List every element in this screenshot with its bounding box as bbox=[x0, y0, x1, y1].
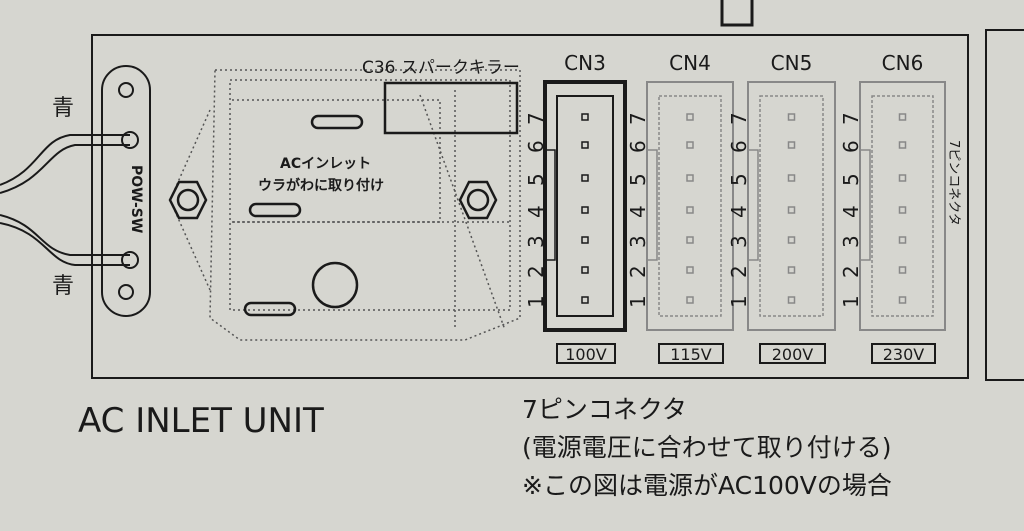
pin-number: 7 bbox=[839, 112, 863, 125]
pin-icon bbox=[787, 236, 796, 244]
pin-icon bbox=[686, 236, 694, 244]
pin-number: 1 bbox=[626, 295, 650, 308]
connector-name: CN3 bbox=[564, 51, 606, 75]
pin-number: 3 bbox=[727, 235, 751, 248]
connector-name: CN5 bbox=[771, 51, 813, 75]
spark-killer bbox=[383, 81, 519, 135]
pin-number: 3 bbox=[839, 235, 863, 248]
pin-number: 5 bbox=[524, 173, 548, 186]
voltage-label: 115V bbox=[670, 345, 712, 364]
pin-icon bbox=[898, 296, 907, 304]
ac-inlet-outline bbox=[169, 69, 521, 341]
slot-icons bbox=[243, 114, 364, 317]
pin-number: 6 bbox=[839, 140, 863, 153]
pin-number: 2 bbox=[524, 265, 548, 278]
pin-icon bbox=[898, 113, 907, 121]
connector-name: CN4 bbox=[669, 51, 711, 75]
pin-icon bbox=[581, 236, 589, 244]
wire-color-label-top: 青 bbox=[52, 96, 74, 121]
pin-icon bbox=[581, 141, 589, 149]
board-outline bbox=[91, 34, 969, 379]
pin-icon bbox=[787, 296, 796, 304]
power-switch-plate bbox=[101, 65, 151, 317]
pin-icon bbox=[898, 206, 907, 214]
pin-number: 7 bbox=[727, 112, 751, 125]
terminal-icon bbox=[121, 251, 139, 269]
voltage-box bbox=[871, 343, 936, 364]
hex-nut-icon bbox=[168, 180, 498, 220]
connector-cn5: 1 2 3 4 5 6 7 CN5 200V bbox=[727, 51, 836, 364]
pin-number: 2 bbox=[727, 265, 751, 278]
note-line-1: 7ピンコネクタ bbox=[522, 395, 687, 424]
wire-color-label-bottom: 青 bbox=[52, 274, 74, 299]
note-line-2: (電源電圧に合わせて取り付ける) bbox=[522, 433, 892, 462]
pin-number: 5 bbox=[727, 173, 751, 186]
pin-icon bbox=[686, 206, 694, 214]
screw-hole-icon bbox=[118, 284, 134, 300]
pin-number: 3 bbox=[524, 235, 548, 248]
pin-icon bbox=[686, 174, 694, 182]
pin-number: 4 bbox=[524, 205, 548, 218]
pin-icon bbox=[686, 266, 694, 274]
pin-number: 3 bbox=[626, 235, 650, 248]
pin-number: 6 bbox=[524, 140, 548, 153]
connector-cn6: 1 2 3 4 5 6 7 CN6 230V bbox=[839, 51, 946, 364]
pin-icon bbox=[898, 266, 907, 274]
ac-inlet-note: ウラがわに取り付け bbox=[258, 177, 384, 194]
pin-icon bbox=[787, 266, 796, 274]
ac-inlet-label: ACインレット bbox=[280, 156, 371, 172]
pin-icon bbox=[686, 296, 694, 304]
note-line-3: ※この図は電源がAC100Vの場合 bbox=[522, 471, 892, 500]
pin-number: 6 bbox=[626, 140, 650, 153]
pin-icon bbox=[581, 296, 589, 304]
pin-icon bbox=[581, 206, 589, 214]
pin-icon bbox=[898, 236, 907, 244]
voltage-label: 200V bbox=[772, 345, 814, 364]
pin-icon bbox=[686, 141, 694, 149]
pin-number: 5 bbox=[839, 173, 863, 186]
pin-number: 1 bbox=[839, 295, 863, 308]
pin-number: 5 bbox=[626, 173, 650, 186]
pin-icon bbox=[686, 113, 694, 121]
wires bbox=[0, 134, 130, 266]
pin-number: 2 bbox=[626, 265, 650, 278]
unit-title: AC INLET UNIT bbox=[78, 401, 324, 441]
pin-icon bbox=[787, 174, 796, 182]
terminal-icon bbox=[121, 131, 139, 149]
pin-number: 1 bbox=[524, 295, 548, 308]
pin-icon bbox=[898, 174, 907, 182]
pin-number: 4 bbox=[727, 205, 751, 218]
connector-cn4: 1 2 3 4 5 6 7 CN4 115V bbox=[626, 51, 734, 364]
pin-icon bbox=[581, 266, 589, 274]
pin-number: 7 bbox=[626, 112, 650, 125]
pin-icon bbox=[787, 206, 796, 214]
power-switch-label: POW-SW bbox=[128, 165, 144, 233]
side-connector-label: 7ピンコネクタ bbox=[946, 140, 961, 226]
voltage-box bbox=[759, 343, 826, 364]
pin-icon bbox=[787, 113, 796, 121]
voltage-label: 100V bbox=[565, 345, 607, 364]
pin-number: 4 bbox=[626, 205, 650, 218]
right-partial-board bbox=[985, 29, 1024, 381]
connector-name: CN6 bbox=[882, 51, 924, 75]
pin-icon bbox=[581, 113, 589, 121]
pin-icon bbox=[787, 141, 796, 149]
voltage-box bbox=[658, 343, 724, 364]
screw-hole-icon bbox=[118, 82, 134, 98]
pin-icon bbox=[898, 141, 907, 149]
pin-icon bbox=[581, 174, 589, 182]
pin-number: 2 bbox=[839, 265, 863, 278]
pin-number: 6 bbox=[727, 140, 751, 153]
pin-number: 4 bbox=[839, 205, 863, 218]
spark-killer-label: C36 スパークキラー bbox=[362, 58, 520, 78]
connector-cn3: 1 2 3 4 5 6 7 CN3 100V bbox=[524, 51, 627, 364]
pin-number: 1 bbox=[727, 295, 751, 308]
voltage-label: 230V bbox=[883, 345, 925, 364]
voltage-box bbox=[556, 343, 616, 364]
pin-number: 7 bbox=[524, 112, 548, 125]
top-partial-box bbox=[720, 0, 754, 27]
